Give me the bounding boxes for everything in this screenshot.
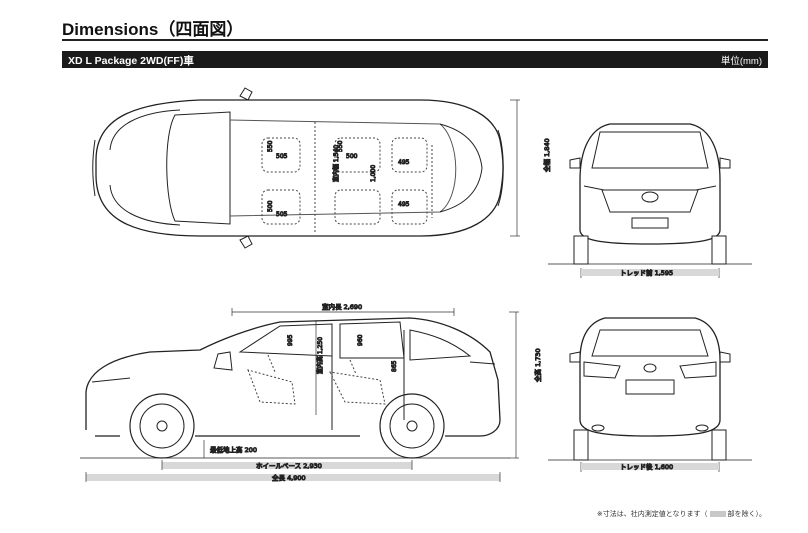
- tread-rear-label: トレッド後 1,600: [620, 462, 673, 471]
- title-divider: [62, 39, 768, 41]
- overall-width-label: 全幅 1,840: [542, 138, 551, 172]
- headroom-rear-label: 865: [391, 360, 398, 372]
- seat-dim-4: 505: [276, 211, 288, 218]
- seat-dim-8: 495: [398, 201, 410, 208]
- front-tread-dimension: [580, 268, 720, 278]
- page-title: Dimensions（四面図）: [62, 20, 244, 39]
- top-view-dimensions: [510, 99, 520, 237]
- wheelbase-label: ホイールベース 2,930: [256, 462, 322, 470]
- interior-length-label: 室内長 2,690: [322, 302, 362, 311]
- model-name: XD L Package 2WD(FF)車: [68, 55, 194, 67]
- rear-view-car: [548, 317, 752, 461]
- headroom-mid-label: 960: [357, 334, 364, 346]
- section-header-bar: XD L Package 2WD(FF)車 単位(mm): [62, 51, 768, 68]
- ground-clearance-label: 最低地上高 200: [210, 445, 257, 454]
- seat-dim-7: 495: [398, 159, 410, 166]
- footnote-text-after: 部を除く）。: [727, 510, 767, 518]
- overall-length-label: 全長 4,900: [272, 473, 306, 482]
- footnote-text-before: ※寸法は、社内測定値となります（: [596, 510, 708, 518]
- rear-tread-dimension: [580, 462, 720, 472]
- unit-label: 単位(mm): [720, 56, 762, 67]
- seat-dim-3: 500: [267, 200, 274, 212]
- top-view-car: [92, 87, 504, 249]
- tread-front-label: トレッド前 1,595: [620, 268, 673, 277]
- headroom-front-label: 995: [287, 334, 294, 346]
- front-view-car: [548, 123, 752, 265]
- seat-dim-2: 505: [276, 153, 288, 160]
- shaded-swatch: [709, 511, 726, 517]
- overall-height-label: 全高 1,730: [533, 348, 542, 382]
- interior-height-label: 室内高 1,250: [316, 337, 324, 374]
- seat-dim-5: 550: [337, 140, 344, 152]
- interior-width-label: 室内幅 1,540: [332, 145, 340, 182]
- side-view-car: [80, 317, 510, 459]
- seat-center-label: 1,000: [370, 165, 377, 182]
- side-view-dimensions: [85, 308, 519, 482]
- seat-dim-6: 500: [346, 153, 358, 160]
- seat-dim-1: 550: [267, 140, 274, 152]
- footnote: ※寸法は、社内測定値となります（ 部を除く）。: [597, 509, 766, 519]
